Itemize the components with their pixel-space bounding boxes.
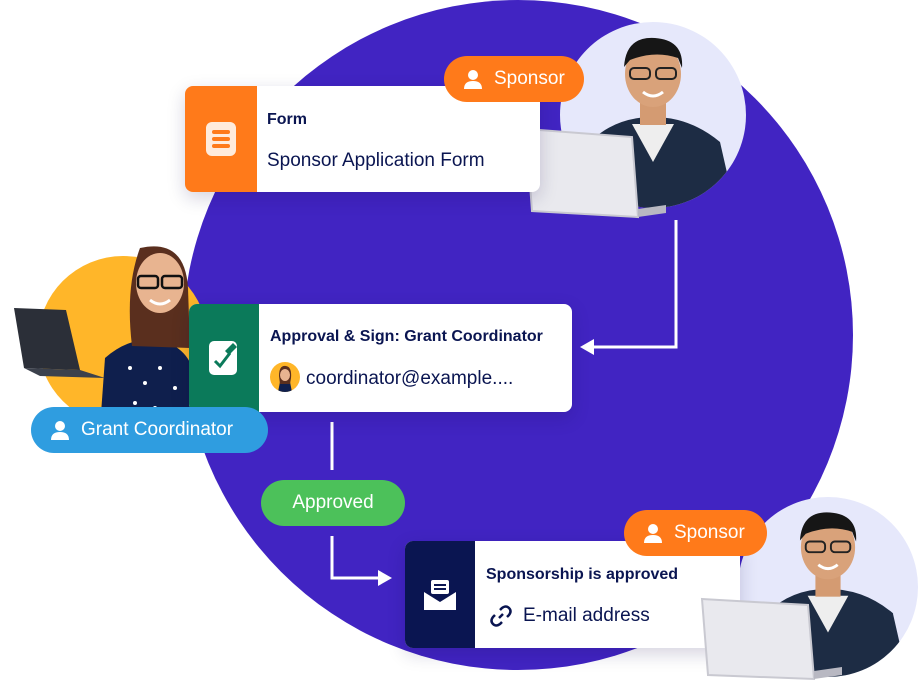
sponsor-top-label: Sponsor [494, 68, 565, 89]
arrowhead-email [378, 570, 392, 586]
arrowhead-approval [580, 339, 594, 355]
email-card[interactable]: Sponsorship is approved E-mail address [405, 541, 740, 648]
email-card-icon-panel [405, 541, 475, 648]
sponsor-top-badge: Sponsor [444, 56, 584, 102]
person-avatar-icon [278, 365, 292, 392]
connector-status-to-email [330, 536, 380, 580]
approval-card[interactable]: Approval & Sign: Grant Coordinator coord… [189, 304, 572, 412]
coordinator-illustration [14, 246, 200, 428]
approved-status-badge: Approved [261, 480, 405, 526]
sponsor-top-laptop-icon [524, 127, 666, 219]
approval-card-email: coordinator@example.... [306, 368, 514, 389]
sign-icon [209, 341, 237, 375]
sponsor-bottom-badge: Sponsor [624, 510, 767, 556]
form-card-title: Form [267, 111, 307, 128]
form-icon [206, 122, 236, 156]
link-icon [490, 605, 512, 627]
email-card-title: Sponsorship is approved [486, 566, 679, 583]
sponsor-bottom-label: Sponsor [674, 522, 745, 543]
approved-label: Approved [292, 492, 374, 513]
form-card-icon-panel [185, 86, 257, 192]
form-card-subtitle: Sponsor Application Form [267, 150, 485, 171]
approval-card-icon-panel [189, 304, 259, 412]
approval-card-title: Approval & Sign: Grant Coordinator [270, 328, 543, 345]
connector-sponsor-to-approval [590, 220, 678, 349]
envelope-icon [424, 579, 456, 610]
form-card[interactable]: Form Sponsor Application Form [185, 86, 540, 192]
email-card-subtitle: E-mail address [523, 605, 650, 626]
coordinator-badge: Grant Coordinator [31, 407, 268, 453]
coordinator-label: Grant Coordinator [81, 419, 234, 440]
user-icon [51, 421, 69, 440]
coordinator-mini-avatar [270, 362, 300, 392]
user-icon [644, 524, 662, 543]
user-icon [464, 70, 482, 89]
sponsor-bottom-laptop-icon [700, 597, 842, 681]
